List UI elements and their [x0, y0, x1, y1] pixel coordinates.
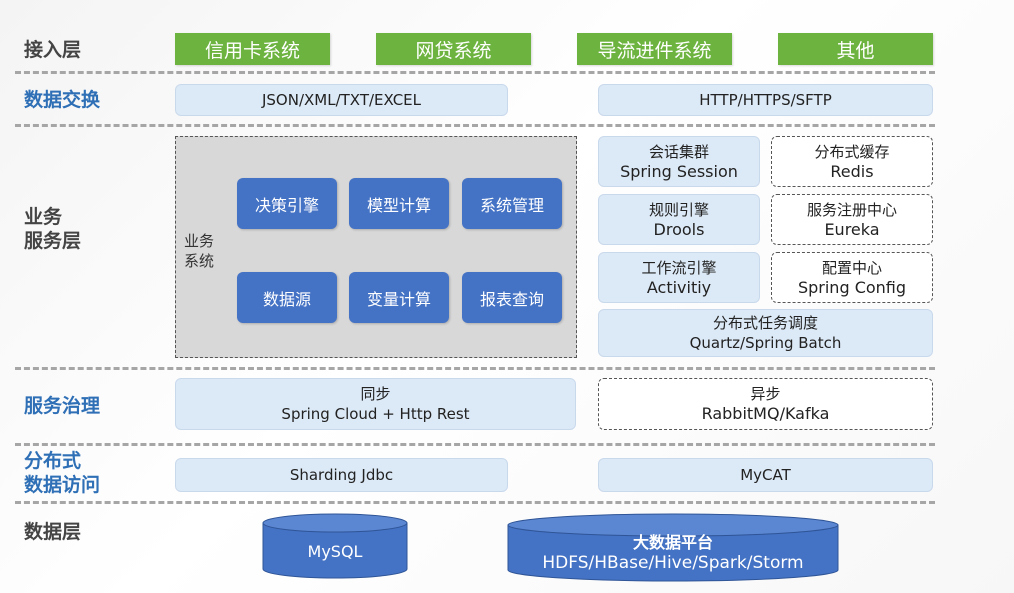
- divider: [15, 124, 935, 127]
- component-subtitle: Drools: [653, 219, 705, 239]
- module-model-computation: 模型计算: [349, 178, 449, 229]
- layer-label-distributed-line1: 分布式: [24, 450, 82, 472]
- component-distributed-cache: 分布式缓存 Redis: [771, 136, 933, 187]
- layer-label-business-line1: 业务: [24, 206, 63, 228]
- business-system-panel: [175, 136, 577, 358]
- component-subtitle: Redis: [830, 161, 874, 181]
- access-system-online-loan: 网贷系统: [376, 33, 531, 65]
- component-session-cluster: 会话集群 Spring Session: [598, 136, 760, 187]
- divider: [15, 367, 935, 370]
- big-data-platform-title: 大数据平台: [632, 533, 713, 552]
- component-rule-engine: 规则引擎 Drools: [598, 194, 760, 245]
- big-data-platform-subtitle: HDFS/HBase/Hive/Spark/Storm: [542, 553, 804, 573]
- governance-async-box: 异步 RabbitMQ/Kafka: [598, 378, 933, 430]
- module-data-source: 数据源: [237, 272, 337, 323]
- component-task-scheduling: 分布式任务调度 Quartz/Spring Batch: [598, 309, 933, 357]
- layer-label-distributed-line2: 数据访问: [24, 474, 101, 496]
- component-subtitle: Activitiy: [646, 277, 712, 297]
- component-title: 会话集群: [648, 142, 709, 161]
- governance-async-title: 异步: [750, 385, 781, 403]
- mysql-database-icon: [262, 513, 408, 579]
- layer-label-data: 数据层: [24, 521, 82, 543]
- mysql-label: MySQL: [307, 542, 363, 561]
- component-config-center: 配置中心 Spring Config: [771, 252, 933, 303]
- divider: [15, 501, 935, 504]
- exchange-protocols-text: HTTP/HTTPS/SFTP: [699, 91, 832, 109]
- component-title: 分布式缓存: [814, 142, 890, 161]
- layer-label-exchange: 数据交换: [24, 89, 101, 111]
- component-subtitle: Spring Session: [620, 161, 738, 181]
- module-report-query: 报表查询: [462, 272, 562, 323]
- business-system-label-line2: 系统: [184, 252, 215, 270]
- governance-sync-subtitle: Spring Cloud + Http Rest: [281, 405, 470, 423]
- component-title: 规则引擎: [648, 200, 709, 219]
- big-data-platform-icon: [507, 513, 839, 582]
- business-system-label-line1: 业务: [184, 232, 215, 250]
- component-service-registry: 服务注册中心 Eureka: [771, 194, 933, 245]
- component-subtitle: Spring Config: [797, 277, 907, 297]
- divider: [15, 443, 935, 446]
- component-title: 分布式任务调度: [712, 314, 818, 332]
- layer-label-business: 业务 服务层: [24, 205, 81, 253]
- component-subtitle: Eureka: [824, 219, 880, 239]
- layer-label-distributed: 分布式 数据访问: [24, 449, 100, 497]
- governance-sync-title: 同步: [360, 385, 391, 403]
- divider: [15, 71, 935, 74]
- module-decision-engine: 决策引擎: [237, 178, 337, 229]
- module-variable-computation: 变量计算: [349, 272, 449, 323]
- layer-label-business-line2: 服务层: [24, 230, 82, 252]
- module-system-management: 系统管理: [462, 178, 562, 229]
- business-system-label: 业务 系统: [184, 231, 214, 271]
- component-title: 工作流引擎: [641, 258, 717, 277]
- layer-label-access: 接入层: [24, 39, 82, 61]
- distributed-mycat-text: MyCAT: [740, 466, 791, 484]
- component-subtitle: Quartz/Spring Batch: [689, 334, 842, 352]
- access-system-other: 其他: [778, 33, 933, 65]
- layer-label-governance: 服务治理: [24, 395, 101, 417]
- access-system-referral: 导流进件系统: [577, 33, 732, 65]
- exchange-formats-text: JSON/XML/TXT/EXCEL: [261, 91, 422, 109]
- distributed-mycat-box: MyCAT: [598, 458, 933, 492]
- distributed-sharding-box: Sharding Jdbc: [175, 458, 508, 492]
- component-workflow-engine: 工作流引擎 Activitiy: [598, 252, 760, 303]
- exchange-formats-box: JSON/XML/TXT/EXCEL: [175, 84, 508, 116]
- access-system-credit-card: 信用卡系统: [175, 33, 330, 65]
- governance-async-subtitle: RabbitMQ/Kafka: [701, 404, 830, 423]
- component-title: 服务注册中心: [806, 200, 897, 219]
- component-title: 配置中心: [821, 258, 882, 277]
- governance-sync-box: 同步 Spring Cloud + Http Rest: [175, 378, 576, 430]
- distributed-sharding-text: Sharding Jdbc: [289, 466, 394, 484]
- exchange-protocols-box: HTTP/HTTPS/SFTP: [598, 84, 933, 116]
